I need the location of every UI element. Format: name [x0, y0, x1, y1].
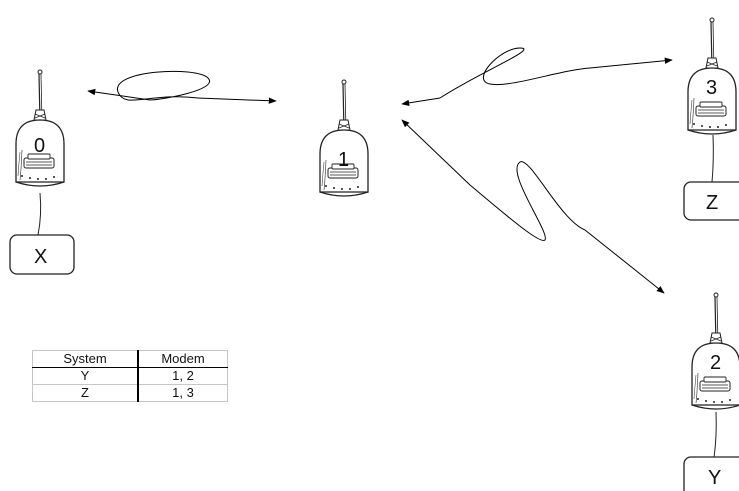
- cable-3-z: [711, 134, 714, 183]
- header-system: System: [32, 350, 139, 368]
- system-z: Z: [683, 181, 739, 221]
- system-x: X: [9, 234, 75, 275]
- link-0-1: [87, 70, 277, 104]
- link-1-2: [401, 119, 665, 294]
- cable-0-x: [37, 192, 42, 236]
- modem-0-label: 0: [34, 135, 45, 157]
- modem-1: 1: [319, 79, 369, 197]
- modem-0: 0: [15, 69, 65, 187]
- link-1-3: [401, 47, 673, 107]
- table-row: Z 1, 3: [32, 384, 228, 402]
- cell-modem: 1, 3: [137, 384, 228, 402]
- modem-1-label: 1: [338, 149, 349, 171]
- cell-system: Y: [32, 367, 139, 385]
- table-header-row: System Modem: [32, 350, 228, 368]
- modem-3-label: 3: [706, 77, 717, 99]
- system-y-label: Y: [708, 467, 721, 489]
- routing-table: System Modem Y 1, 2 Z 1, 3: [32, 350, 228, 402]
- table-row: Y 1, 2: [32, 367, 228, 385]
- system-z-label: Z: [706, 192, 718, 214]
- system-y: Y: [683, 456, 739, 491]
- modem-2: 2: [691, 292, 739, 410]
- header-modem: Modem: [137, 350, 228, 368]
- cell-modem: 1, 2: [137, 367, 228, 385]
- modem-3: 3: [687, 17, 737, 135]
- cell-system: Z: [32, 384, 139, 402]
- cable-2-y: [713, 411, 717, 459]
- system-x-label: X: [34, 246, 47, 268]
- modem-2-label: 2: [710, 352, 721, 374]
